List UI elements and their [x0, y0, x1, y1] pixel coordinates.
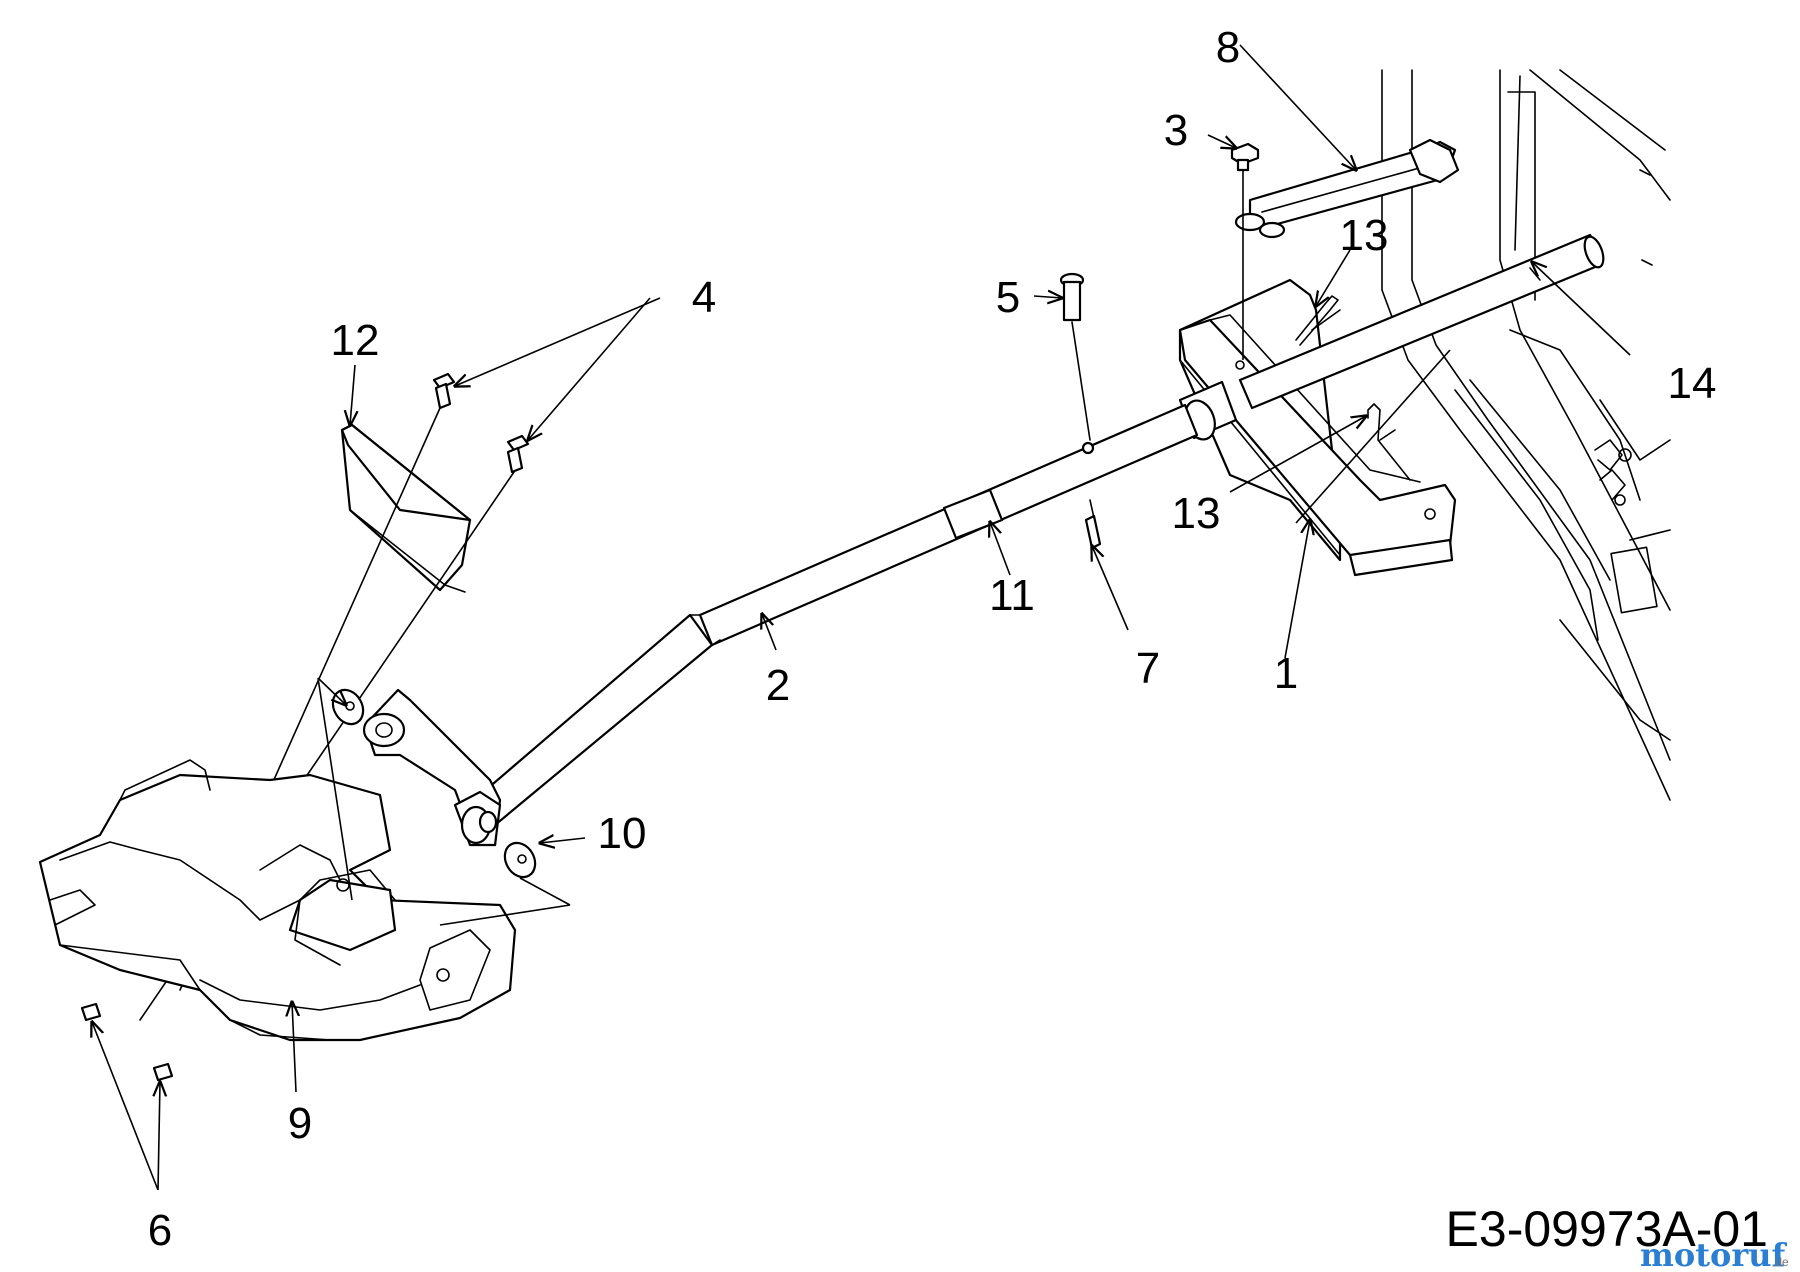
- nuts-6: [80, 1002, 174, 1082]
- clip-7: [1084, 499, 1102, 550]
- latch-plate-8: [1234, 138, 1460, 239]
- callout-labels: 8 3 13 4 5 12 14 13 11 7 1 2 10 9 6: [148, 23, 1717, 1255]
- callout-11: 11: [989, 571, 1035, 620]
- callout-13-lower: 13: [1172, 489, 1221, 538]
- deflector-9: [38, 759, 517, 1042]
- pivot-bracket: [362, 688, 502, 847]
- leader-lines: [92, 44, 1631, 1191]
- callout-4: 4: [692, 273, 716, 322]
- callout-3: 3: [1164, 106, 1188, 155]
- callout-2: 2: [766, 661, 790, 710]
- callout-12: 12: [331, 316, 380, 365]
- callout-6: 6: [148, 1206, 172, 1255]
- callout-13-upper: 13: [1340, 211, 1389, 260]
- callout-9: 9: [288, 1099, 312, 1148]
- frame-plate: [1381, 69, 1671, 801]
- callout-1: 1: [1274, 649, 1298, 698]
- svg-text:motoruf: motoruf: [1640, 1236, 1787, 1272]
- callout-8: 8: [1216, 23, 1240, 72]
- hairpin-13-lower: [1367, 403, 1411, 481]
- watermark-text: motoruf: [1640, 1236, 1787, 1272]
- watermark: motoruf .de: [1640, 1236, 1789, 1272]
- callout-5: 5: [996, 273, 1020, 322]
- hairpin-frame: [1594, 439, 1626, 501]
- callout-14: 14: [1668, 359, 1717, 408]
- clevis-pin-5: [1059, 272, 1095, 455]
- lever-tube: [478, 380, 1238, 827]
- hairpin-13-upper: [1295, 295, 1341, 346]
- callout-10: 10: [598, 809, 647, 858]
- watermark-suffix: .de: [1772, 1255, 1789, 1269]
- drawing-code: E3-09973A-01: [1446, 1201, 1768, 1257]
- guide-12: [340, 423, 472, 593]
- callout-7: 7: [1136, 644, 1160, 693]
